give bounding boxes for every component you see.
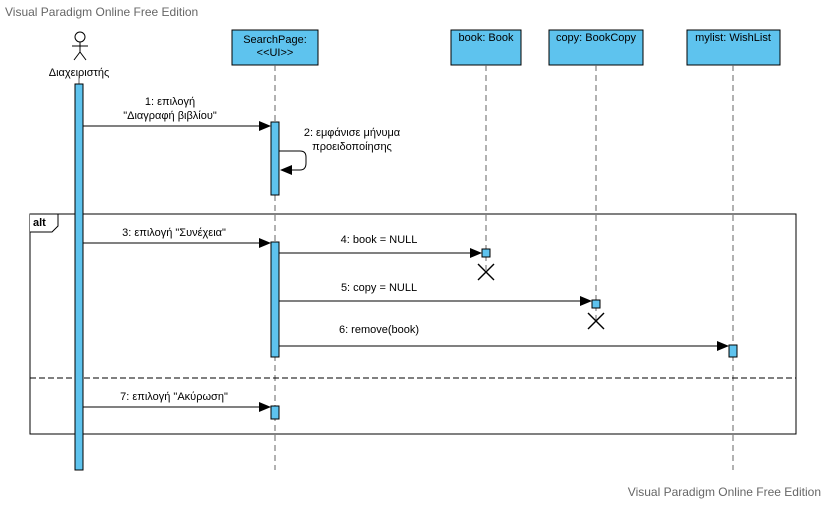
searchpage-activation-3 bbox=[270, 405, 280, 420]
watermark-top: Visual Paradigm Online Free Edition bbox=[5, 5, 198, 19]
lifeline-copy[interactable]: copy: BookCopy bbox=[548, 29, 644, 66]
message-7-label: 7: επιλογή "Ακύρωση" bbox=[120, 391, 228, 403]
actor-name: Διαχειριστής bbox=[49, 67, 110, 79]
actor-head bbox=[74, 31, 86, 43]
book-activation bbox=[481, 248, 491, 258]
message-4[interactable]: 4: book = NULL bbox=[279, 234, 482, 258]
searchpage-activation-1 bbox=[270, 121, 280, 196]
lifeline-searchpage[interactable]: SearchPage: <<UI>> bbox=[231, 29, 319, 66]
message-5-label: 5: copy = NULL bbox=[341, 282, 417, 294]
watermark-bottom: Visual Paradigm Online Free Edition bbox=[628, 485, 821, 499]
lifeline-searchpage-stereotype: <<UI>> bbox=[257, 47, 294, 59]
lifeline-book-title: book: Book bbox=[458, 32, 514, 44]
lifeline-searchpage-title: SearchPage: bbox=[243, 34, 307, 46]
alt-tag-box bbox=[30, 213, 59, 233]
message-2-arrow bbox=[279, 150, 307, 175]
lifeline-book[interactable]: book: Book bbox=[450, 29, 522, 66]
copy-destroy-mark bbox=[587, 312, 605, 330]
message-7[interactable]: 7: επιλογή "Ακύρωση" bbox=[83, 391, 271, 412]
alt-frame bbox=[29, 213, 797, 435]
book-destroy-mark bbox=[477, 263, 495, 281]
alt-operator: alt bbox=[33, 217, 46, 229]
searchpage-activation-2 bbox=[270, 241, 280, 358]
message-2-label-line1: 2: εμφάνισε μήνυμα bbox=[304, 127, 401, 139]
lifeline-copy-title: copy: BookCopy bbox=[556, 32, 637, 44]
message-2-label-line2: προειδοποίησης bbox=[312, 141, 392, 153]
lifeline-mylist[interactable]: mylist: WishList bbox=[686, 29, 781, 66]
actor-admin[interactable]: Διαχειριστής bbox=[49, 31, 110, 79]
copy-activation bbox=[591, 299, 601, 309]
actor-right-leg bbox=[79, 51, 87, 61]
message-3[interactable]: 3: επιλογή "Συνέχεια" bbox=[83, 227, 271, 248]
message-5[interactable]: 5: copy = NULL bbox=[279, 282, 592, 306]
lifeline-mylist-title: mylist: WishList bbox=[695, 32, 771, 44]
lifeline-searchpage-head bbox=[231, 29, 319, 66]
message-3-label: 3: επιλογή "Συνέχεια" bbox=[122, 227, 226, 239]
message-1-label-line1: 1: επιλογή bbox=[145, 96, 195, 108]
message-4-label: 4: book = NULL bbox=[341, 234, 418, 246]
lifeline-copy-head bbox=[548, 29, 644, 66]
message-6[interactable]: 6: remove(book) bbox=[279, 324, 729, 351]
lifeline-book-head bbox=[450, 29, 522, 66]
alt-fragment[interactable]: alt bbox=[29, 213, 797, 435]
message-1[interactable]: 1: επιλογή "Διαγραφή βιβλίου" bbox=[83, 96, 271, 131]
actor-activation bbox=[74, 83, 84, 471]
actor-left-leg bbox=[73, 51, 81, 61]
message-1-label-line2: "Διαγραφή βιβλίου" bbox=[123, 110, 217, 122]
message-2[interactable]: 2: εμφάνισε μήνυμα προειδοποίησης bbox=[279, 127, 401, 175]
message-6-label: 6: remove(book) bbox=[339, 324, 419, 336]
mylist-activation bbox=[728, 344, 738, 358]
